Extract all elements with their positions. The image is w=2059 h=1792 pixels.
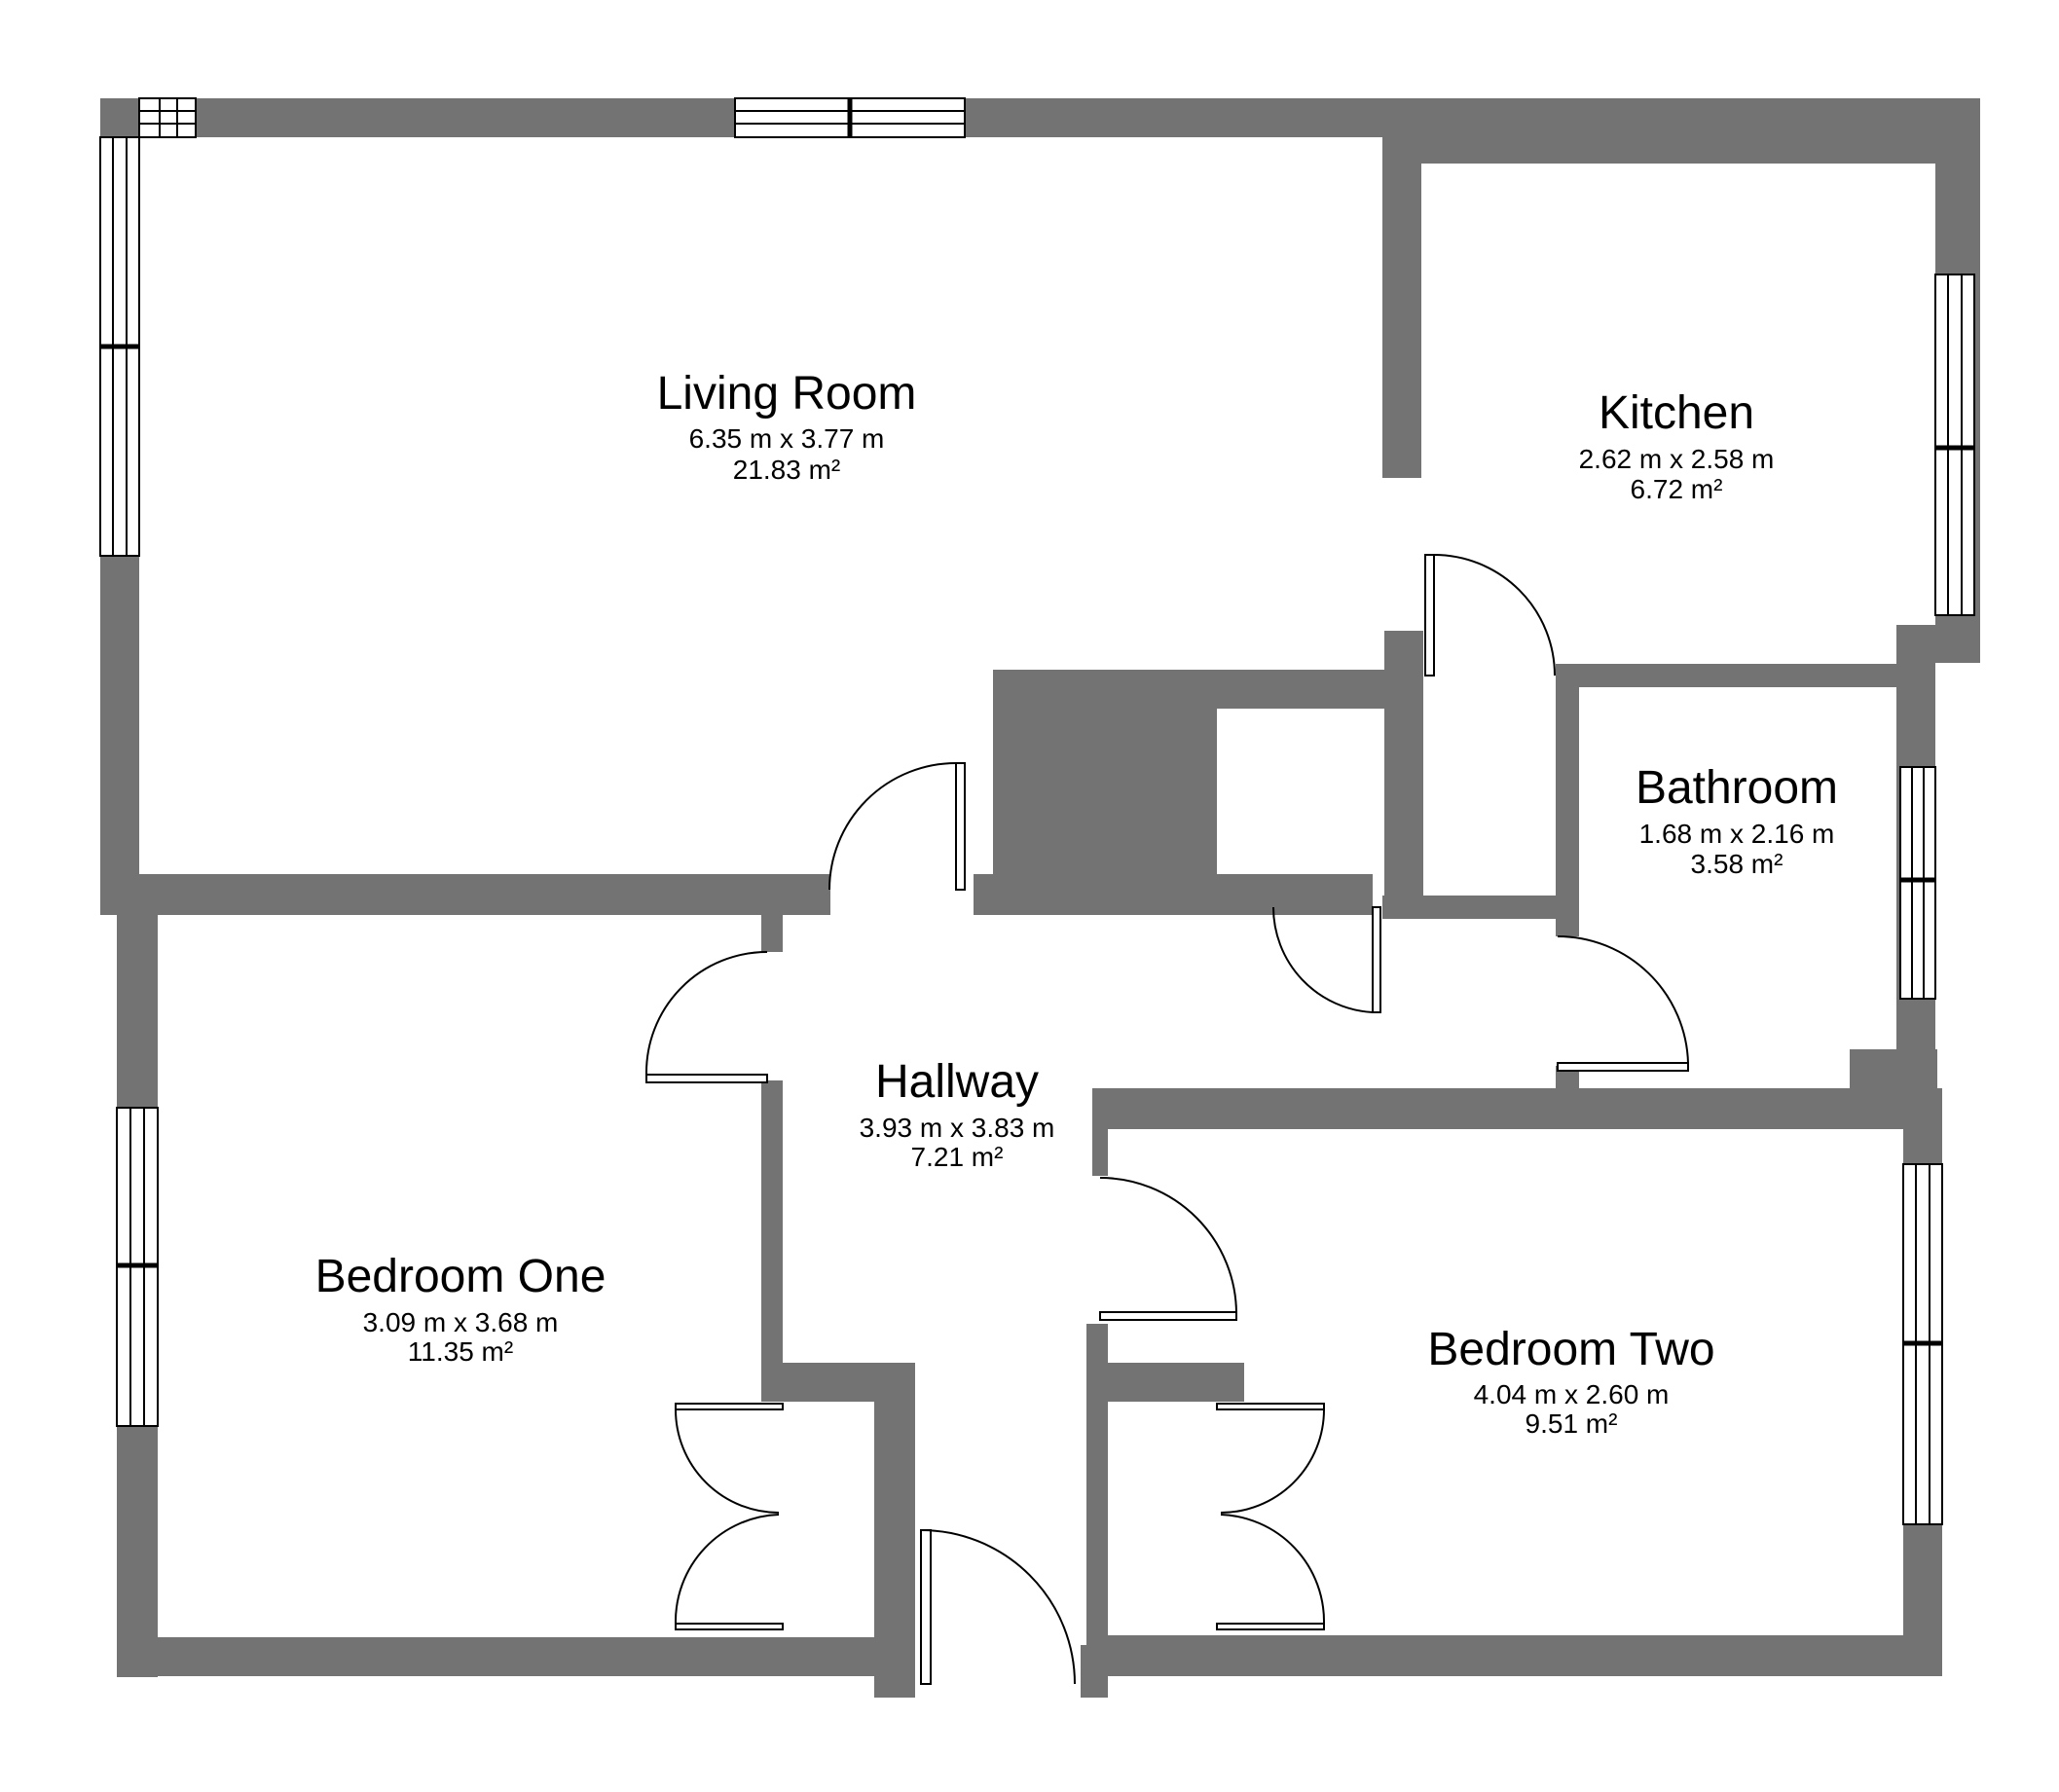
room-dimensions: 3.93 m x 3.83 m bbox=[860, 1113, 1055, 1143]
room-area: 3.58 m² bbox=[1691, 849, 1783, 879]
window-top-living bbox=[734, 97, 966, 138]
room-name: Bedroom One bbox=[315, 1251, 607, 1302]
wall-kitchen-bathroom bbox=[1556, 664, 1935, 687]
window-top-left bbox=[138, 97, 197, 138]
wall-living-kitchen bbox=[1382, 98, 1421, 478]
storage-cupboard-interior bbox=[1217, 709, 1384, 874]
room-dimensions: 3.09 m x 3.68 m bbox=[363, 1307, 559, 1337]
door-wardrobe-one-upper bbox=[675, 1403, 784, 1514]
door-wardrobe-two-upper bbox=[1216, 1403, 1325, 1514]
wall-top-kitchen bbox=[1382, 98, 1980, 164]
room-area: 9.51 m² bbox=[1526, 1408, 1618, 1439]
door-wardrobe-two-lower bbox=[1216, 1514, 1326, 1630]
cupboard-interior bbox=[1423, 709, 1556, 894]
room-name: Living Room bbox=[657, 368, 917, 420]
window-right-bedroom-two bbox=[1902, 1163, 1943, 1525]
door-storage bbox=[1271, 906, 1381, 1013]
openings bbox=[783, 709, 1556, 1698]
wardrobe-one-interior bbox=[783, 1402, 874, 1637]
wall-cupboard-right bbox=[1384, 631, 1423, 913]
wall-entrance-right bbox=[1081, 1645, 1108, 1698]
entrance-opening bbox=[915, 1635, 1081, 1698]
wall-hall-bedroom-one-lower bbox=[761, 1080, 783, 1402]
room-area: 7.21 m² bbox=[911, 1142, 1004, 1172]
door-bedroom-one bbox=[644, 951, 768, 1083]
room-area: 21.83 m² bbox=[733, 455, 841, 485]
wall-living-bedroom bbox=[100, 874, 830, 915]
room-label-hallway: Hallway 3.93 m x 3.83 m 7.21 m² bbox=[860, 1056, 1055, 1172]
room-dimensions: 2.62 m x 2.58 m bbox=[1579, 444, 1775, 474]
wall-top-left-corner bbox=[100, 98, 139, 137]
wall-wardrobe-two-bottom bbox=[1086, 1635, 1223, 1676]
room-area: 6.72 m² bbox=[1631, 474, 1723, 504]
door-bathroom bbox=[1557, 935, 1689, 1072]
storage-block bbox=[993, 670, 1217, 913]
room-dimensions: 6.35 m x 3.77 m bbox=[689, 423, 885, 454]
room-label-kitchen: Kitchen 2.62 m x 2.58 m 6.72 m² bbox=[1579, 387, 1775, 504]
wall-hall-bedroom-two-lower bbox=[1086, 1324, 1108, 1698]
room-name: Hallway bbox=[875, 1056, 1039, 1108]
room-dimensions: 1.68 m x 2.16 m bbox=[1639, 819, 1835, 849]
wardrobe-two-interior bbox=[1108, 1402, 1215, 1635]
window-right-bathroom bbox=[1899, 766, 1936, 1000]
wall-hall-bedroom-two-upper bbox=[1092, 1088, 1108, 1176]
walls bbox=[100, 98, 1980, 1698]
door-living-room bbox=[828, 762, 966, 891]
wall-bathroom-left bbox=[1556, 664, 1579, 936]
windows bbox=[99, 97, 1975, 1525]
wall-bathroom-bedroom-two bbox=[1092, 1088, 1939, 1129]
room-label-bedroom-two: Bedroom Two 4.04 m x 2.60 m 9.51 m² bbox=[1427, 1324, 1714, 1439]
wall-wardrobe-two-top bbox=[1086, 1363, 1244, 1402]
room-label-bedroom-one: Bedroom One 3.09 m x 3.68 m 11.35 m² bbox=[315, 1251, 607, 1367]
room-dimensions: 4.04 m x 2.60 m bbox=[1474, 1379, 1670, 1409]
wall-hall-bedroom-one-upper bbox=[761, 874, 783, 952]
room-label-bathroom: Bathroom 1.68 m x 2.16 m 3.58 m² bbox=[1636, 762, 1838, 879]
room-name: Bathroom bbox=[1636, 762, 1838, 814]
room-name: Bedroom Two bbox=[1427, 1324, 1714, 1375]
door-entrance bbox=[920, 1529, 1076, 1685]
room-area: 11.35 m² bbox=[408, 1336, 513, 1367]
door-kitchen bbox=[1424, 554, 1556, 677]
window-left-living bbox=[99, 136, 140, 557]
wall-left-bedroom-one-upper bbox=[117, 874, 158, 1108]
window-left-bedroom-one bbox=[116, 1107, 159, 1427]
door-wardrobe-one-lower bbox=[674, 1514, 784, 1630]
room-name: Kitchen bbox=[1599, 387, 1754, 439]
room-label-living-room: Living Room 6.35 m x 3.77 m 21.83 m² bbox=[657, 368, 917, 485]
window-right-kitchen bbox=[1934, 274, 1975, 616]
wall-storage-top bbox=[993, 670, 1421, 709]
wall-entrance-left bbox=[874, 1635, 915, 1698]
door-bedroom-two bbox=[1099, 1177, 1237, 1321]
wall-left-bedroom-one-lower bbox=[117, 1426, 158, 1677]
wall-bottom-bedroom-two bbox=[1100, 1635, 1942, 1676]
wall-cupboard-bottom bbox=[1382, 896, 1558, 919]
doors bbox=[644, 554, 1689, 1685]
